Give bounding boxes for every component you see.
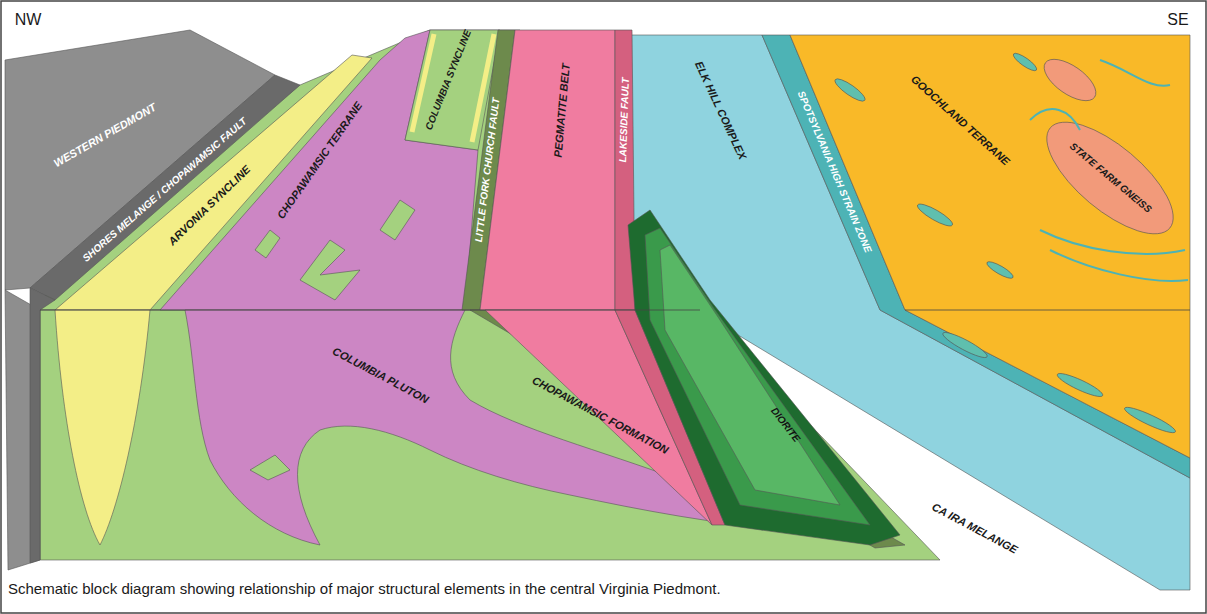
spotsylvania-zone	[762, 35, 1190, 478]
goochland-terrane	[790, 35, 1190, 458]
lens	[941, 329, 990, 361]
foliation-line	[1030, 109, 1080, 130]
foliation-line	[1100, 60, 1170, 86]
compass-label: SE	[1167, 12, 1188, 28]
gneiss-lens	[1037, 51, 1102, 108]
foliation-line	[1040, 230, 1185, 254]
block-edge	[40, 310, 1190, 311]
compass-label: NW	[15, 12, 42, 28]
diorite-inner	[660, 245, 840, 505]
lens	[1055, 370, 1105, 400]
figure-caption: Schematic block diagram showing relation…	[8, 580, 721, 597]
lens	[1123, 404, 1178, 437]
shores-melange-front	[30, 288, 55, 563]
lens	[985, 259, 1015, 281]
green-intrusion	[300, 240, 360, 300]
pegmatite-belt	[480, 30, 615, 310]
lens	[1011, 51, 1039, 74]
foliation-line	[1050, 250, 1188, 281]
diorite-outer	[628, 210, 900, 545]
green-intrusion	[250, 455, 290, 480]
lens	[915, 201, 955, 230]
state-farm-gneiss	[1030, 103, 1191, 252]
diorite-mid	[645, 228, 870, 525]
arvonia-front	[55, 310, 150, 545]
green-intrusion	[380, 200, 415, 240]
lens	[832, 76, 867, 105]
green-intrusion	[255, 230, 280, 258]
